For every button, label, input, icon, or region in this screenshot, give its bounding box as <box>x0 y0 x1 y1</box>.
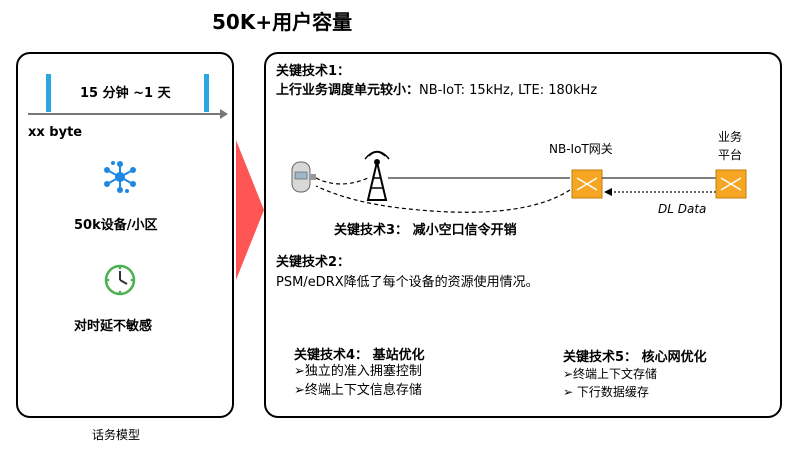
network-diagram <box>291 150 747 213</box>
meter-icon <box>291 161 316 193</box>
platform-label-line1: 业务 <box>718 130 743 144</box>
page-title: 50K+用户容量 <box>212 10 353 34</box>
tech4-item: ➢终端上下文信息存储 <box>294 383 422 398</box>
platform-label-line2: 平台 <box>718 148 743 162</box>
timeline-diagram <box>28 74 228 119</box>
tech1-line: 上行业务调度单元较小：NB-IoT: 15kHz, LTE: 180kHz <box>276 79 597 98</box>
clock-icon <box>104 264 136 296</box>
signal-bar-end <box>204 74 209 112</box>
tech5-heading: 关键技术5： 核心网优化 <box>563 350 707 365</box>
latency-label: 对时延不敏感 <box>74 319 153 334</box>
tech5-item: ➢ 下行数据缓存 <box>563 385 649 399</box>
tech1-value: NB-IoT: 15kHz, LTE: 180kHz <box>419 83 598 98</box>
tech4-item: ➢独立的准入拥塞控制 <box>294 364 422 379</box>
payload-label: xx byte <box>28 125 83 140</box>
key-technologies-panel <box>264 52 782 418</box>
tech5-item: ➢终端上下文存储 <box>563 367 658 381</box>
tech3-text: 关键技术3： 减小空口信令开销 <box>334 223 517 238</box>
interval-label: 15 分钟 ~1 天 <box>80 86 171 101</box>
tech4-heading: 关键技术4： 基站优化 <box>294 348 425 363</box>
panel-caption: 话务模型 <box>92 428 141 442</box>
gateway-label: NB-IoT网关 <box>549 142 613 156</box>
base-station-icon <box>364 150 390 201</box>
transition-arrow <box>236 140 264 280</box>
devices-label: 50k设备/小区 <box>74 218 158 233</box>
tech2-text: PSM/eDRX降低了每个设备的资源使用情况。 <box>276 275 539 290</box>
device-cluster-icon <box>104 161 136 193</box>
gateway-icon <box>571 169 603 199</box>
service-platform-icon <box>715 169 747 199</box>
tech1-label: 上行业务调度单元较小： <box>276 83 420 98</box>
signal-bar-start <box>46 74 51 112</box>
tech2-heading: 关键技术2： <box>276 255 351 270</box>
dl-data-label: DL Data <box>658 202 707 216</box>
tech1-heading: 关键技术1： <box>276 64 351 79</box>
